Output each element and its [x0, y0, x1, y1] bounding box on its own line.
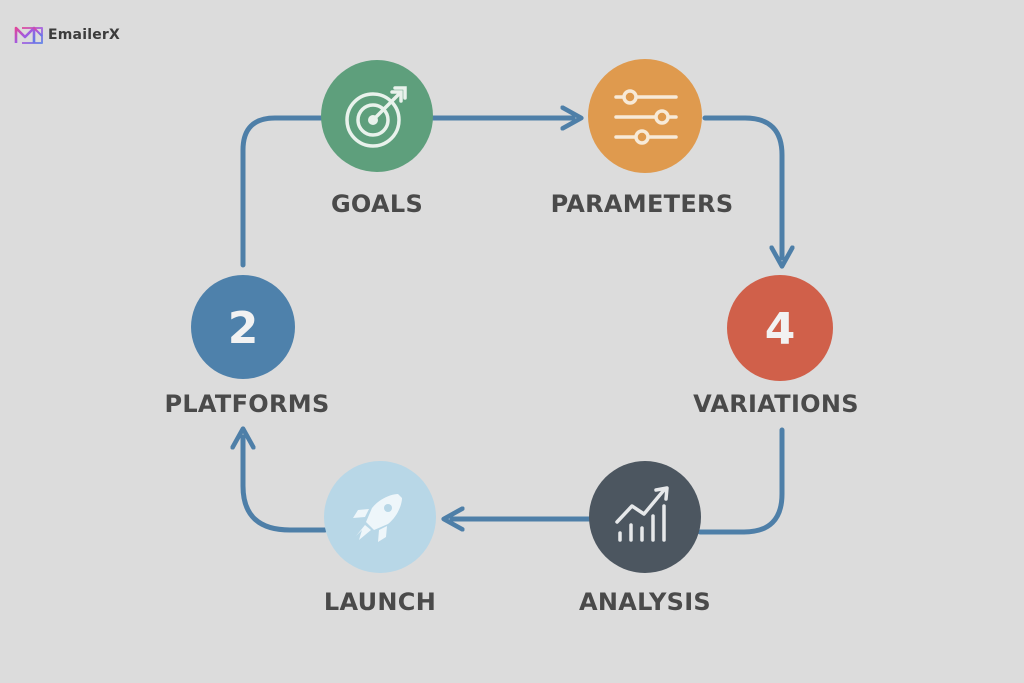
- brand-name: EmailerX: [48, 27, 120, 43]
- sliders-icon: [614, 89, 678, 145]
- connector-parameters-to-variations: [702, 115, 782, 258]
- variations-number: 4: [765, 304, 796, 355]
- variations-label: VARIATIONS: [693, 390, 859, 418]
- node-platforms: 2 PLATFORMS: [164, 275, 329, 418]
- parameters-label: PARAMETERS: [551, 190, 734, 218]
- node-goals: GOALS: [321, 60, 433, 218]
- platforms-number: 2: [228, 303, 259, 354]
- analysis-label: ANALYSIS: [579, 588, 711, 616]
- node-variations: 4 VARIATIONS: [693, 275, 859, 418]
- platforms-label: PLATFORMS: [164, 390, 329, 418]
- target-arrow-icon: [345, 86, 407, 148]
- node-launch: LAUNCH: [324, 461, 436, 616]
- node-parameters: PARAMETERS: [551, 59, 734, 218]
- rocket-icon: [353, 494, 402, 542]
- platforms-circle: [191, 275, 295, 379]
- connectors: [240, 115, 785, 535]
- brand-logo: EmailerX: [14, 24, 120, 46]
- connector-variations-to-analysis: [697, 427, 785, 535]
- connector-launch-to-platforms: [243, 437, 328, 533]
- goals-label: GOALS: [331, 190, 423, 218]
- connector-platforms-to-goals: [240, 115, 325, 268]
- node-analysis: ANALYSIS: [579, 461, 711, 616]
- analysis-circle: [589, 461, 701, 573]
- growth-chart-icon: [615, 486, 669, 542]
- variations-circle: [727, 275, 833, 381]
- launch-label: LAUNCH: [324, 588, 436, 616]
- m-envelope-logo-icon: [14, 26, 43, 44]
